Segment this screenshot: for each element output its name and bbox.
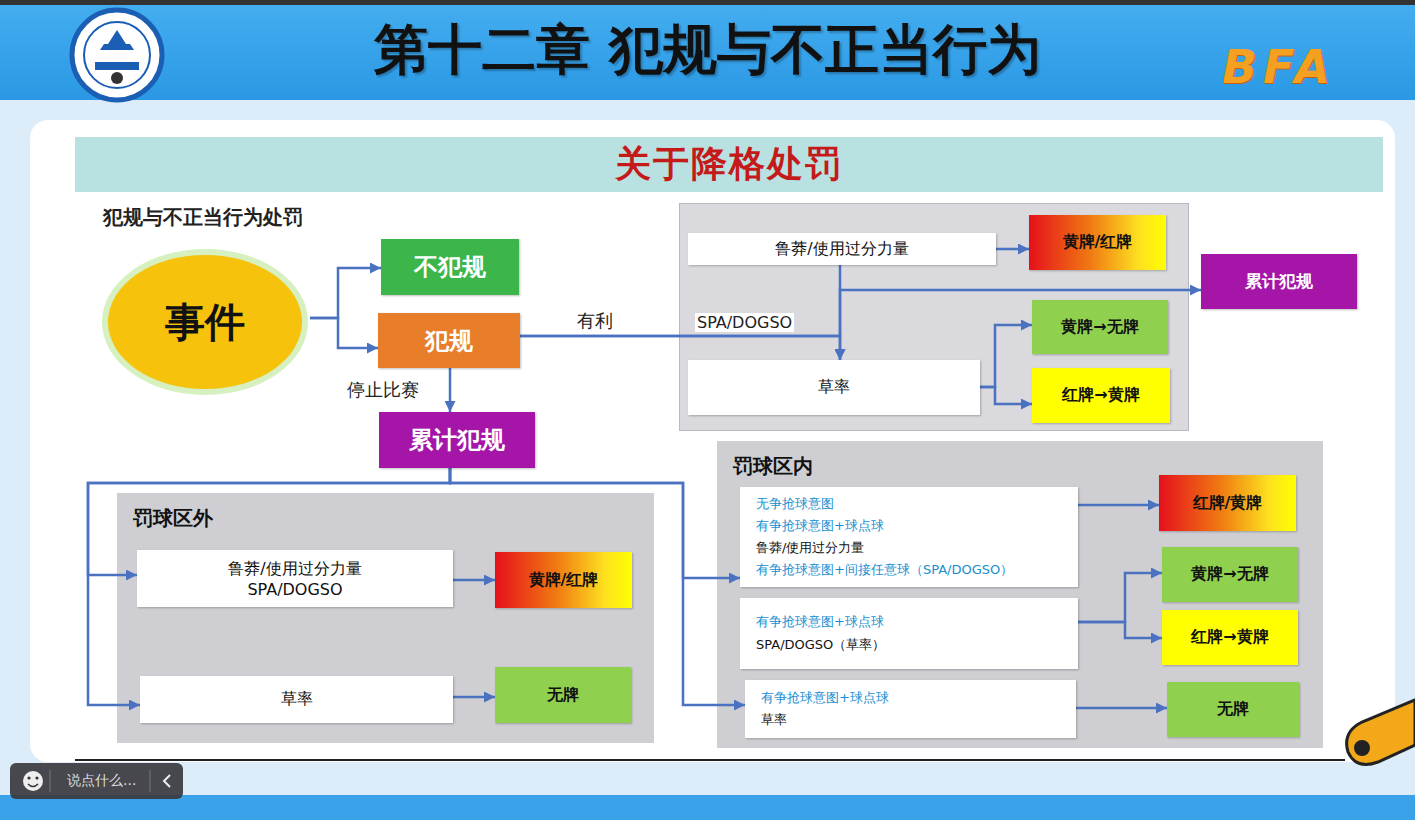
node-text: 无争抢球意图 [756,493,834,515]
slide-title: 第十二章 犯规与不正当行为 [0,14,1415,87]
node-text: 无牌 [547,685,579,706]
node-text: 累计犯规 [1245,270,1313,293]
node-text: 红牌→黄牌 [1062,385,1139,406]
section-label: 犯规与不正当行为处罚 [103,204,303,231]
flow-arrow [1078,622,1162,638]
node-text: 草率 [761,709,787,731]
node-text: 有争抢球意图+球点球 [756,611,884,633]
downgrade-box: 红牌→黄牌 [1032,368,1170,423]
flow-arrow [1078,504,1159,507]
edge-label: SPA/DOGSO [695,313,794,332]
card-box: 无牌 [1167,682,1299,737]
node-text: 鲁莽/使用过分力量 SPA/DOGSO [195,559,395,599]
flow-arrow [980,387,1032,404]
event-ellipse: 事件 [100,247,310,397]
flow-arrow [310,268,381,318]
no-foul-box: 不犯规 [381,239,519,295]
node-text: 犯规 [425,325,473,357]
edge-label: 停止比赛 [345,378,421,402]
node-text: 累计犯规 [409,424,505,456]
chat-widget [10,763,183,799]
bfa-logo: BFA [1222,40,1336,94]
condition-box: 草率 [140,676,453,723]
node-text: 红牌/黄牌 [1193,493,1263,514]
reckless-box: 鲁莽/使用过分力量 [688,233,996,265]
card-box: 黄牌→无牌 [1162,547,1298,602]
foul-box: 犯规 [378,313,520,368]
flow-arrow [996,248,1029,251]
area-panel: 罚球区外鲁莽/使用过分力量 SPA/DOGSO 黄牌/红牌草率 无牌 [117,493,654,743]
emblem [72,10,162,100]
header-band: 关于降格处罚 [75,137,1383,192]
flow-arrow [520,336,840,360]
flow-arrow [449,368,452,412]
node-text: SPA/DOGSO（草率） [756,634,885,656]
condition-box: 有争抢球意图+球点球草率 [745,680,1076,738]
card-box: 红牌→黄牌 [1162,610,1298,665]
condition-box: 有争抢球意图+球点球SPA/DOGSO（草率） [740,598,1078,669]
node-text: 黄牌→无牌 [1061,317,1138,338]
flow-arrow [980,325,1032,387]
careless-box: 草率 [688,360,980,415]
node-text: 鲁莽/使用过分力量 [775,239,908,260]
condition-box: 无争抢球意图有争抢球意图+球点球鲁莽/使用过分力量有争抢球意图+间接任意球（SP… [740,487,1078,587]
flow-arrow [310,318,378,348]
node-text: 事件 [165,295,245,350]
slide-bottom-line [75,759,1345,761]
flow-arrow [453,696,495,699]
condition-box: 鲁莽/使用过分力量 SPA/DOGSO [137,550,453,607]
card-box: 黄牌/红牌 [495,552,632,608]
node-text: 有争抢球意图+球点球 [756,515,884,537]
downgrade-box: 黄牌→无牌 [1032,300,1168,354]
accum-foul-box: 累计犯规 [1201,254,1357,309]
node-text: 草率 [281,689,313,710]
node-text: 红牌→黄牌 [1191,627,1268,648]
accum-foul-box: 累计犯规 [379,412,535,468]
node-text: 黄牌/红牌 [529,570,599,591]
node-text: 有争抢球意图+间接任意球（SPA/DOGSO） [756,559,1013,581]
card-box: 红牌/黄牌 [1159,475,1296,531]
panel-heading: 罚球区外 [133,505,213,532]
flow-arrow [1076,707,1167,710]
card-box: 无牌 [495,667,631,723]
area-panel: 罚球区内无争抢球意图有争抢球意图+球点球鲁莽/使用过分力量有争抢球意图+间接任意… [717,441,1323,748]
flow-arrow [453,579,495,582]
node-text: 鲁莽/使用过分力量 [756,537,864,559]
node-text: 不犯规 [414,251,486,283]
edge-label: 有利 [575,309,615,333]
card-box: 黄牌/红牌 [1029,215,1166,270]
node-text: 关于降格处罚 [615,140,843,189]
flow-arrow [839,265,842,360]
node-text: 无牌 [1217,699,1249,720]
node-text: 黄牌/红牌 [1063,232,1133,253]
node-text: 草率 [818,377,850,398]
top-strip [0,0,1415,5]
chat-placeholder: 说点什么... [67,772,136,790]
node-text: 黄牌→无牌 [1191,564,1268,585]
panel-heading: 罚球区内 [733,453,813,480]
whistle [1347,700,1415,764]
node-text: 有争抢球意图+球点球 [761,687,889,709]
bottom-bar [0,795,1415,820]
flow-arrow [1078,573,1162,622]
